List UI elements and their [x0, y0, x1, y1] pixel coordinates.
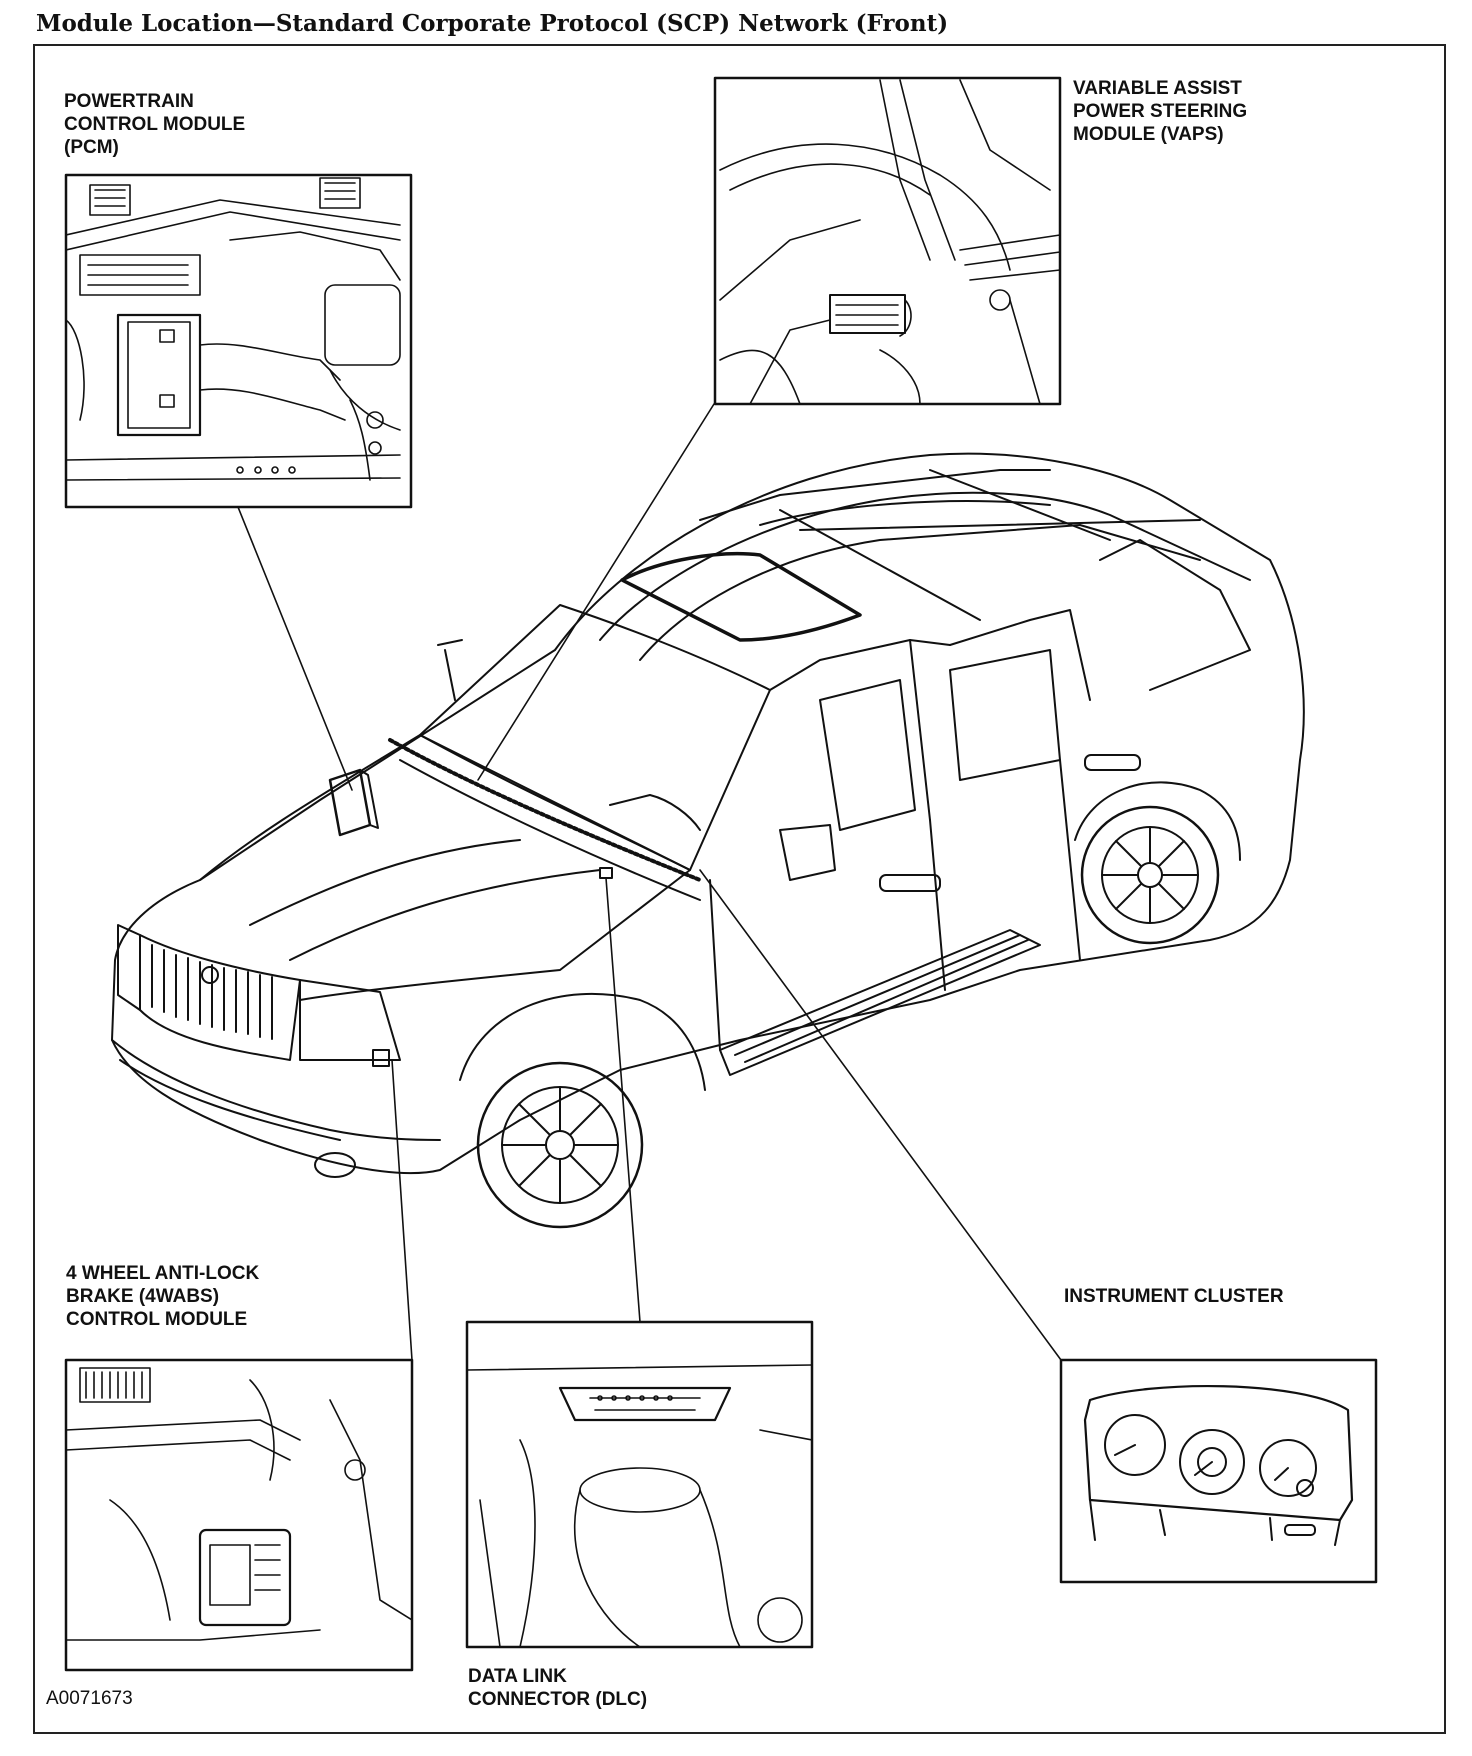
pcm-inset — [64, 173, 413, 509]
label-4wabs-line-1: 4 WHEEL ANTI-LOCK — [66, 1263, 260, 1284]
label-pcm: POWERTRAIN CONTROL MODULE (PCM) — [64, 90, 245, 159]
label-vaps-line-1: VARIABLE ASSIST — [1073, 78, 1242, 99]
label-pcm-line-1: POWERTRAIN — [64, 91, 194, 112]
instrument-cluster-inset — [1059, 1358, 1378, 1584]
label-4wabs-line-3: CONTROL MODULE — [66, 1309, 248, 1330]
label-vaps-line-2: POWER STEERING — [1073, 101, 1248, 122]
label-instrument-cluster: INSTRUMENT CLUSTER — [1064, 1285, 1284, 1308]
leader-lines — [237, 403, 1062, 1361]
page-title: Module Location—Standard Corporate Proto… — [36, 10, 949, 37]
label-4wabs: 4 WHEEL ANTI-LOCK BRAKE (4WABS) CONTROL … — [66, 1262, 259, 1331]
dlc-inset — [465, 1320, 814, 1649]
label-dlc-line-1: DATA LINK — [468, 1666, 567, 1687]
4wabs-inset — [64, 1358, 414, 1672]
label-pcm-line-3: (PCM) — [64, 137, 119, 158]
label-dlc: DATA LINK CONNECTOR (DLC) — [468, 1665, 647, 1711]
label-vaps-line-3: MODULE (VAPS) — [1073, 124, 1224, 145]
figure-id: A0071673 — [46, 1688, 133, 1709]
label-pcm-line-2: CONTROL MODULE — [64, 114, 246, 135]
label-dlc-line-2: CONNECTOR (DLC) — [468, 1689, 648, 1710]
label-instrument-cluster-line-1: INSTRUMENT CLUSTER — [1064, 1286, 1284, 1307]
label-4wabs-line-2: BRAKE (4WABS) — [66, 1286, 220, 1307]
vaps-inset — [713, 76, 1062, 406]
diagram-frame — [33, 44, 1446, 1734]
vehicle-illustration — [111, 452, 1305, 1229]
label-vaps: VARIABLE ASSIST POWER STEERING MODULE (V… — [1073, 77, 1247, 146]
